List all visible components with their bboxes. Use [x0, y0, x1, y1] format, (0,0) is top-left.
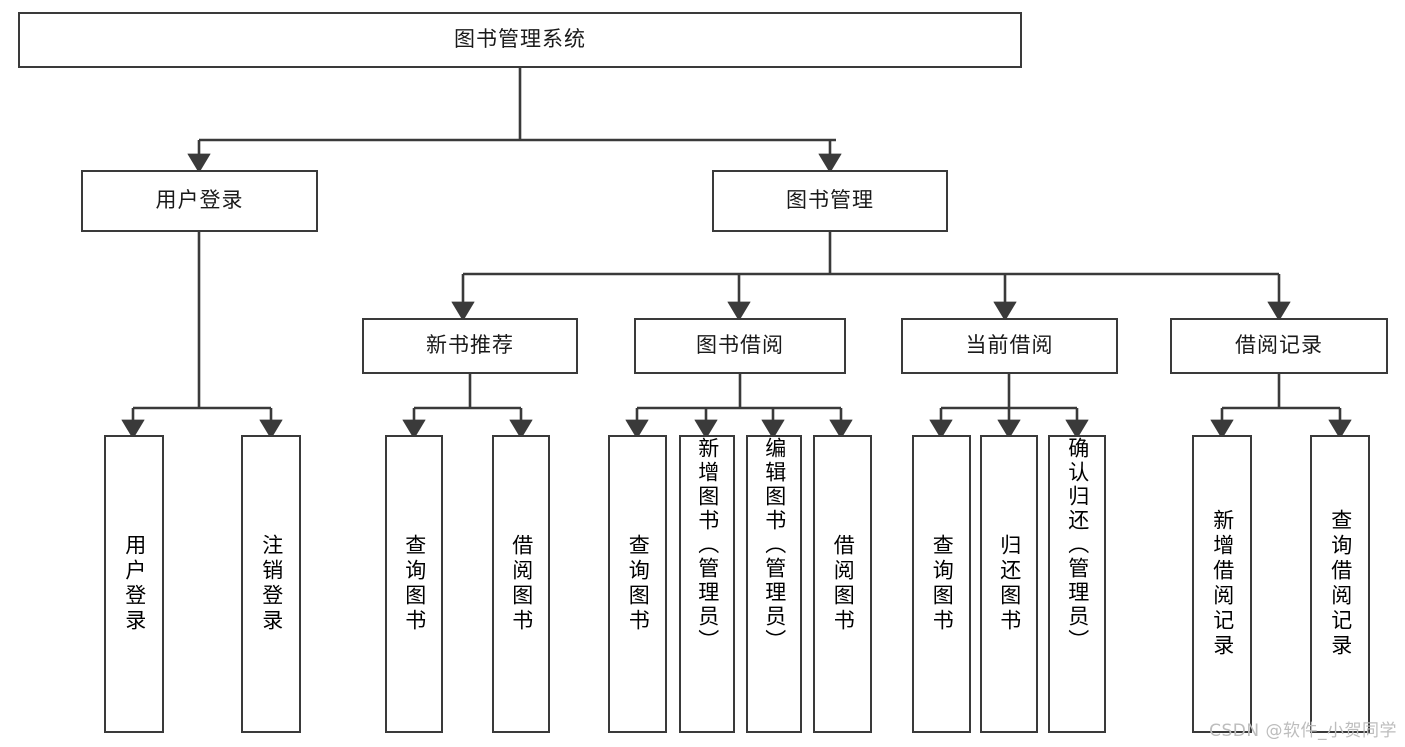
- leaf-newbook-query-label: 查询图书: [402, 534, 427, 634]
- leaf-user-logout-label: 注销登录: [259, 534, 284, 634]
- leaf-borrow-add-admin-label: 新增图书（管理员）: [695, 437, 720, 653]
- node-current-borrow-label: 当前借阅: [965, 333, 1054, 358]
- leaf-borrow-edit-admin-label: 编辑图书（管理员）: [762, 437, 787, 653]
- leaf-borrow-edit-admin[interactable]: 编辑图书（管理员）: [746, 435, 802, 733]
- leaf-borrow-borrow[interactable]: 借阅图书: [813, 435, 872, 733]
- leaf-newbook-borrow[interactable]: 借阅图书: [492, 435, 550, 733]
- leaf-newbook-borrow-label: 借阅图书: [509, 534, 534, 634]
- node-new-book-recommend[interactable]: 新书推荐: [362, 318, 578, 374]
- leaf-borrow-borrow-label: 借阅图书: [831, 534, 856, 634]
- node-borrow-records-label: 借阅记录: [1235, 333, 1323, 358]
- node-user-login-label: 用户登录: [155, 188, 244, 213]
- leaf-current-return-label: 归还图书: [997, 534, 1022, 634]
- leaf-user-login-label: 用户登录: [122, 534, 147, 634]
- leaf-user-login[interactable]: 用户登录: [104, 435, 164, 733]
- leaf-user-logout[interactable]: 注销登录: [241, 435, 301, 733]
- leaf-borrow-query-label: 查询图书: [626, 534, 651, 634]
- leaf-borrow-add-admin[interactable]: 新增图书（管理员）: [679, 435, 735, 733]
- leaf-current-query[interactable]: 查询图书: [912, 435, 971, 733]
- node-user-login[interactable]: 用户登录: [81, 170, 318, 232]
- leaf-current-confirm-admin[interactable]: 确认归还（管理员）: [1048, 435, 1106, 733]
- leaf-current-return[interactable]: 归还图书: [980, 435, 1038, 733]
- leaf-current-confirm-admin-label: 确认归还（管理员）: [1065, 437, 1090, 653]
- node-book-borrow[interactable]: 图书借阅: [634, 318, 846, 374]
- leaf-records-query-label: 查询借阅记录: [1328, 509, 1353, 659]
- csdn-watermark: CSDN @软件_小贺同学: [1209, 721, 1397, 741]
- leaf-borrow-query[interactable]: 查询图书: [608, 435, 667, 733]
- node-borrow-records[interactable]: 借阅记录: [1170, 318, 1388, 374]
- leaf-records-add-label: 新增借阅记录: [1210, 509, 1235, 659]
- node-book-management[interactable]: 图书管理: [712, 170, 948, 232]
- node-current-borrow[interactable]: 当前借阅: [901, 318, 1118, 374]
- node-root-label: 图书管理系统: [454, 27, 586, 52]
- node-book-management-label: 图书管理: [786, 188, 874, 213]
- node-new-book-recommend-label: 新书推荐: [426, 333, 514, 358]
- leaf-newbook-query[interactable]: 查询图书: [385, 435, 443, 733]
- leaf-records-query[interactable]: 查询借阅记录: [1310, 435, 1370, 733]
- node-root[interactable]: 图书管理系统: [18, 12, 1022, 68]
- node-book-borrow-label: 图书借阅: [696, 333, 784, 358]
- leaf-records-add[interactable]: 新增借阅记录: [1192, 435, 1252, 733]
- leaf-current-query-label: 查询图书: [930, 534, 955, 634]
